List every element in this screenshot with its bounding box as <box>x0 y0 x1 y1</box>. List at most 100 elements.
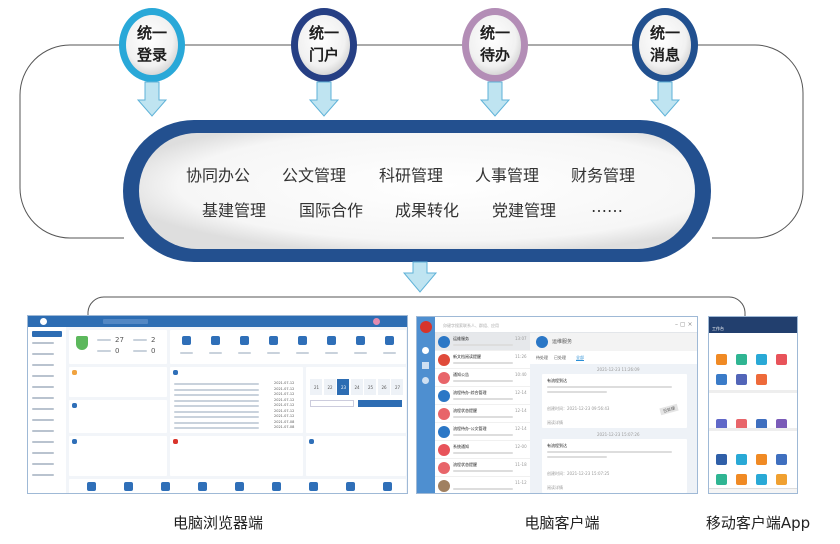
app-icon[interactable] <box>716 493 727 494</box>
calendar-day[interactable] <box>391 379 403 395</box>
apps-icon[interactable] <box>422 377 429 384</box>
quick-link-icon[interactable] <box>124 482 133 491</box>
sidebar-item[interactable] <box>32 408 54 410</box>
app-tile-icon[interactable] <box>211 336 220 345</box>
app-tile-icon[interactable] <box>385 336 394 345</box>
sidebar-item[interactable] <box>32 386 54 388</box>
window-controls[interactable]: – ▢ × <box>675 321 693 328</box>
avatar[interactable] <box>420 321 432 333</box>
app-icon[interactable] <box>736 493 747 494</box>
list-item[interactable] <box>174 421 259 424</box>
app-icon[interactable] <box>756 374 767 385</box>
calendar-add-button[interactable] <box>358 400 402 407</box>
sidebar-item[interactable] <box>32 474 54 476</box>
app-icon[interactable] <box>756 474 767 485</box>
search-input[interactable]: 卯键字搜索联系人、群组、应用 <box>443 323 499 328</box>
quick-link-icon[interactable] <box>272 482 281 491</box>
sidebar-item[interactable] <box>32 397 54 399</box>
sidebar-item[interactable] <box>32 463 54 465</box>
app-icon[interactable] <box>776 493 787 494</box>
list-item[interactable] <box>174 399 259 402</box>
app-icon[interactable] <box>736 454 747 465</box>
read-details-link[interactable]: 阅读详情 <box>547 420 563 425</box>
app-icon[interactable] <box>716 474 727 485</box>
quick-link-icon[interactable] <box>198 482 207 491</box>
sidebar-item[interactable] <box>32 353 54 355</box>
quick-link-icon[interactable] <box>161 482 170 491</box>
app-icon[interactable] <box>736 374 747 385</box>
sidebar-item[interactable] <box>32 331 62 337</box>
message-item[interactable]: 11-12 <box>435 477 530 493</box>
sidebar-item[interactable] <box>32 364 54 366</box>
list-item-date: 2021-07-08 <box>274 419 295 424</box>
calendar-day[interactable] <box>310 379 322 395</box>
calendar-day[interactable] <box>337 379 349 395</box>
list-item[interactable] <box>174 427 259 429</box>
app-tile-icon[interactable] <box>327 336 336 345</box>
calendar-day[interactable] <box>323 379 336 395</box>
app-icon[interactable] <box>776 454 787 465</box>
app-icon[interactable] <box>776 474 787 485</box>
list-item[interactable] <box>174 410 259 413</box>
search-input[interactable] <box>103 319 148 324</box>
sidebar-item[interactable] <box>32 452 54 454</box>
read-details-link[interactable]: 阅读详情 <box>547 485 563 490</box>
calendar-day[interactable] <box>350 379 363 395</box>
calendar-button[interactable] <box>310 400 354 407</box>
tab-done[interactable]: 已处理 <box>554 355 566 360</box>
app-icon[interactable] <box>756 419 767 430</box>
app-icon[interactable] <box>776 419 787 430</box>
app-tile-icon[interactable] <box>356 336 365 345</box>
app-icon[interactable] <box>716 374 727 385</box>
quick-link-icon[interactable] <box>87 482 96 491</box>
quick-link-icon[interactable] <box>383 482 392 491</box>
app-icon[interactable] <box>756 354 767 365</box>
app-icon[interactable] <box>776 354 787 365</box>
app-icon[interactable] <box>736 474 747 485</box>
mobile-tabbar[interactable] <box>709 488 797 493</box>
calendar-day[interactable] <box>377 379 390 395</box>
list-item[interactable] <box>174 383 259 385</box>
app-icon[interactable] <box>716 454 727 465</box>
list-item[interactable] <box>174 416 259 418</box>
avatar[interactable] <box>373 318 380 325</box>
calendar-day[interactable] <box>364 379 376 395</box>
section-divider <box>709 428 797 431</box>
sidebar-item[interactable] <box>32 375 54 377</box>
app-tile-icon[interactable] <box>182 336 191 345</box>
app-tile-icon[interactable] <box>240 336 249 345</box>
app-icon[interactable] <box>736 354 747 365</box>
list-item[interactable] <box>174 388 259 391</box>
app-icon[interactable] <box>756 454 767 465</box>
quick-link-icon[interactable] <box>309 482 318 491</box>
sidebar-item[interactable] <box>32 419 54 421</box>
app-icon[interactable] <box>756 493 767 494</box>
sidebar-item[interactable] <box>32 441 54 443</box>
tab-pending[interactable]: 待处理 <box>536 355 548 360</box>
quick-link-icon[interactable] <box>235 482 244 491</box>
quick-link-icon[interactable] <box>346 482 355 491</box>
sidebar-item[interactable] <box>32 342 54 344</box>
tab-all[interactable]: 全部 <box>576 355 584 361</box>
app-icon[interactable] <box>716 354 727 365</box>
contacts-icon[interactable] <box>422 362 429 369</box>
sidebar-item[interactable] <box>32 430 54 432</box>
list-item[interactable] <box>174 394 259 396</box>
chat-icon[interactable] <box>422 347 429 354</box>
app-tile-icon[interactable] <box>298 336 307 345</box>
app-icon[interactable] <box>716 419 727 430</box>
app-tile-icon[interactable] <box>269 336 278 345</box>
app-icon[interactable] <box>736 419 747 430</box>
list-item[interactable] <box>174 405 259 407</box>
